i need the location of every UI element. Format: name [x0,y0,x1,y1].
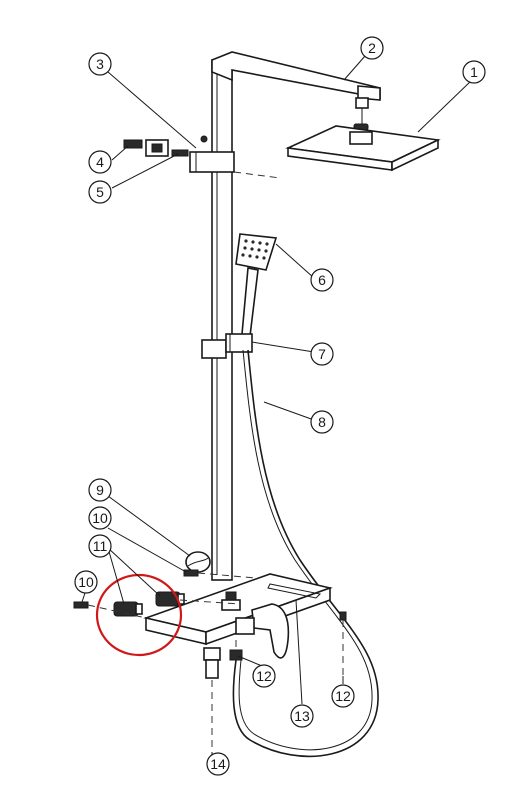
callout-8: 8 [310,410,334,434]
wall-screw [339,611,347,676]
svg-text:6: 6 [318,272,326,288]
callout-9: 9 [88,478,112,502]
callout-1: 1 [462,60,486,84]
svg-text:14: 14 [210,756,226,772]
hand-shower [235,233,278,337]
riser-pipe [211,59,233,581]
svg-text:10: 10 [78,574,94,590]
upper-wall-bracket [123,135,281,179]
svg-text:7: 7 [318,346,326,362]
svg-text:12: 12 [335,688,351,704]
svg-text:2: 2 [368,40,376,56]
callout-13: 13 [290,704,314,728]
svg-text:3: 3 [96,56,104,72]
svg-text:12: 12 [256,668,272,684]
callout-10-lower: 10 [74,570,98,594]
svg-text:8: 8 [318,414,326,430]
callout-10-upper: 10 [88,506,112,530]
callout-4: 4 [88,150,112,174]
svg-text:10: 10 [92,510,108,526]
svg-text:11: 11 [93,538,108,554]
leader-lines [81,55,473,756]
callout-5: 5 [88,180,112,204]
highlight-circle [95,573,183,657]
shower-arm [211,51,381,126]
hose-connector [229,640,243,661]
diverter-knob [185,551,211,573]
outlet-fitting [203,647,221,752]
rain-shower-head [285,123,441,172]
callout-11: 11 [88,534,112,558]
shower-hose [232,349,379,758]
callout-6: 6 [310,268,334,292]
sliding-holder [201,333,253,359]
mixer-lever [235,603,290,659]
callout-12-right: 12 [331,684,355,708]
callout-3: 3 [88,52,112,76]
callout-2: 2 [360,36,384,60]
svg-text:4: 4 [96,154,104,170]
callout-14: 14 [206,752,230,776]
callout-12-lower: 12 [252,664,276,688]
svg-text:1: 1 [470,64,478,80]
svg-text:9: 9 [96,482,104,498]
svg-text:5: 5 [96,184,104,200]
svg-text:13: 13 [294,708,310,724]
callout-7: 7 [310,342,334,366]
thermostat-cartridge [73,569,257,619]
